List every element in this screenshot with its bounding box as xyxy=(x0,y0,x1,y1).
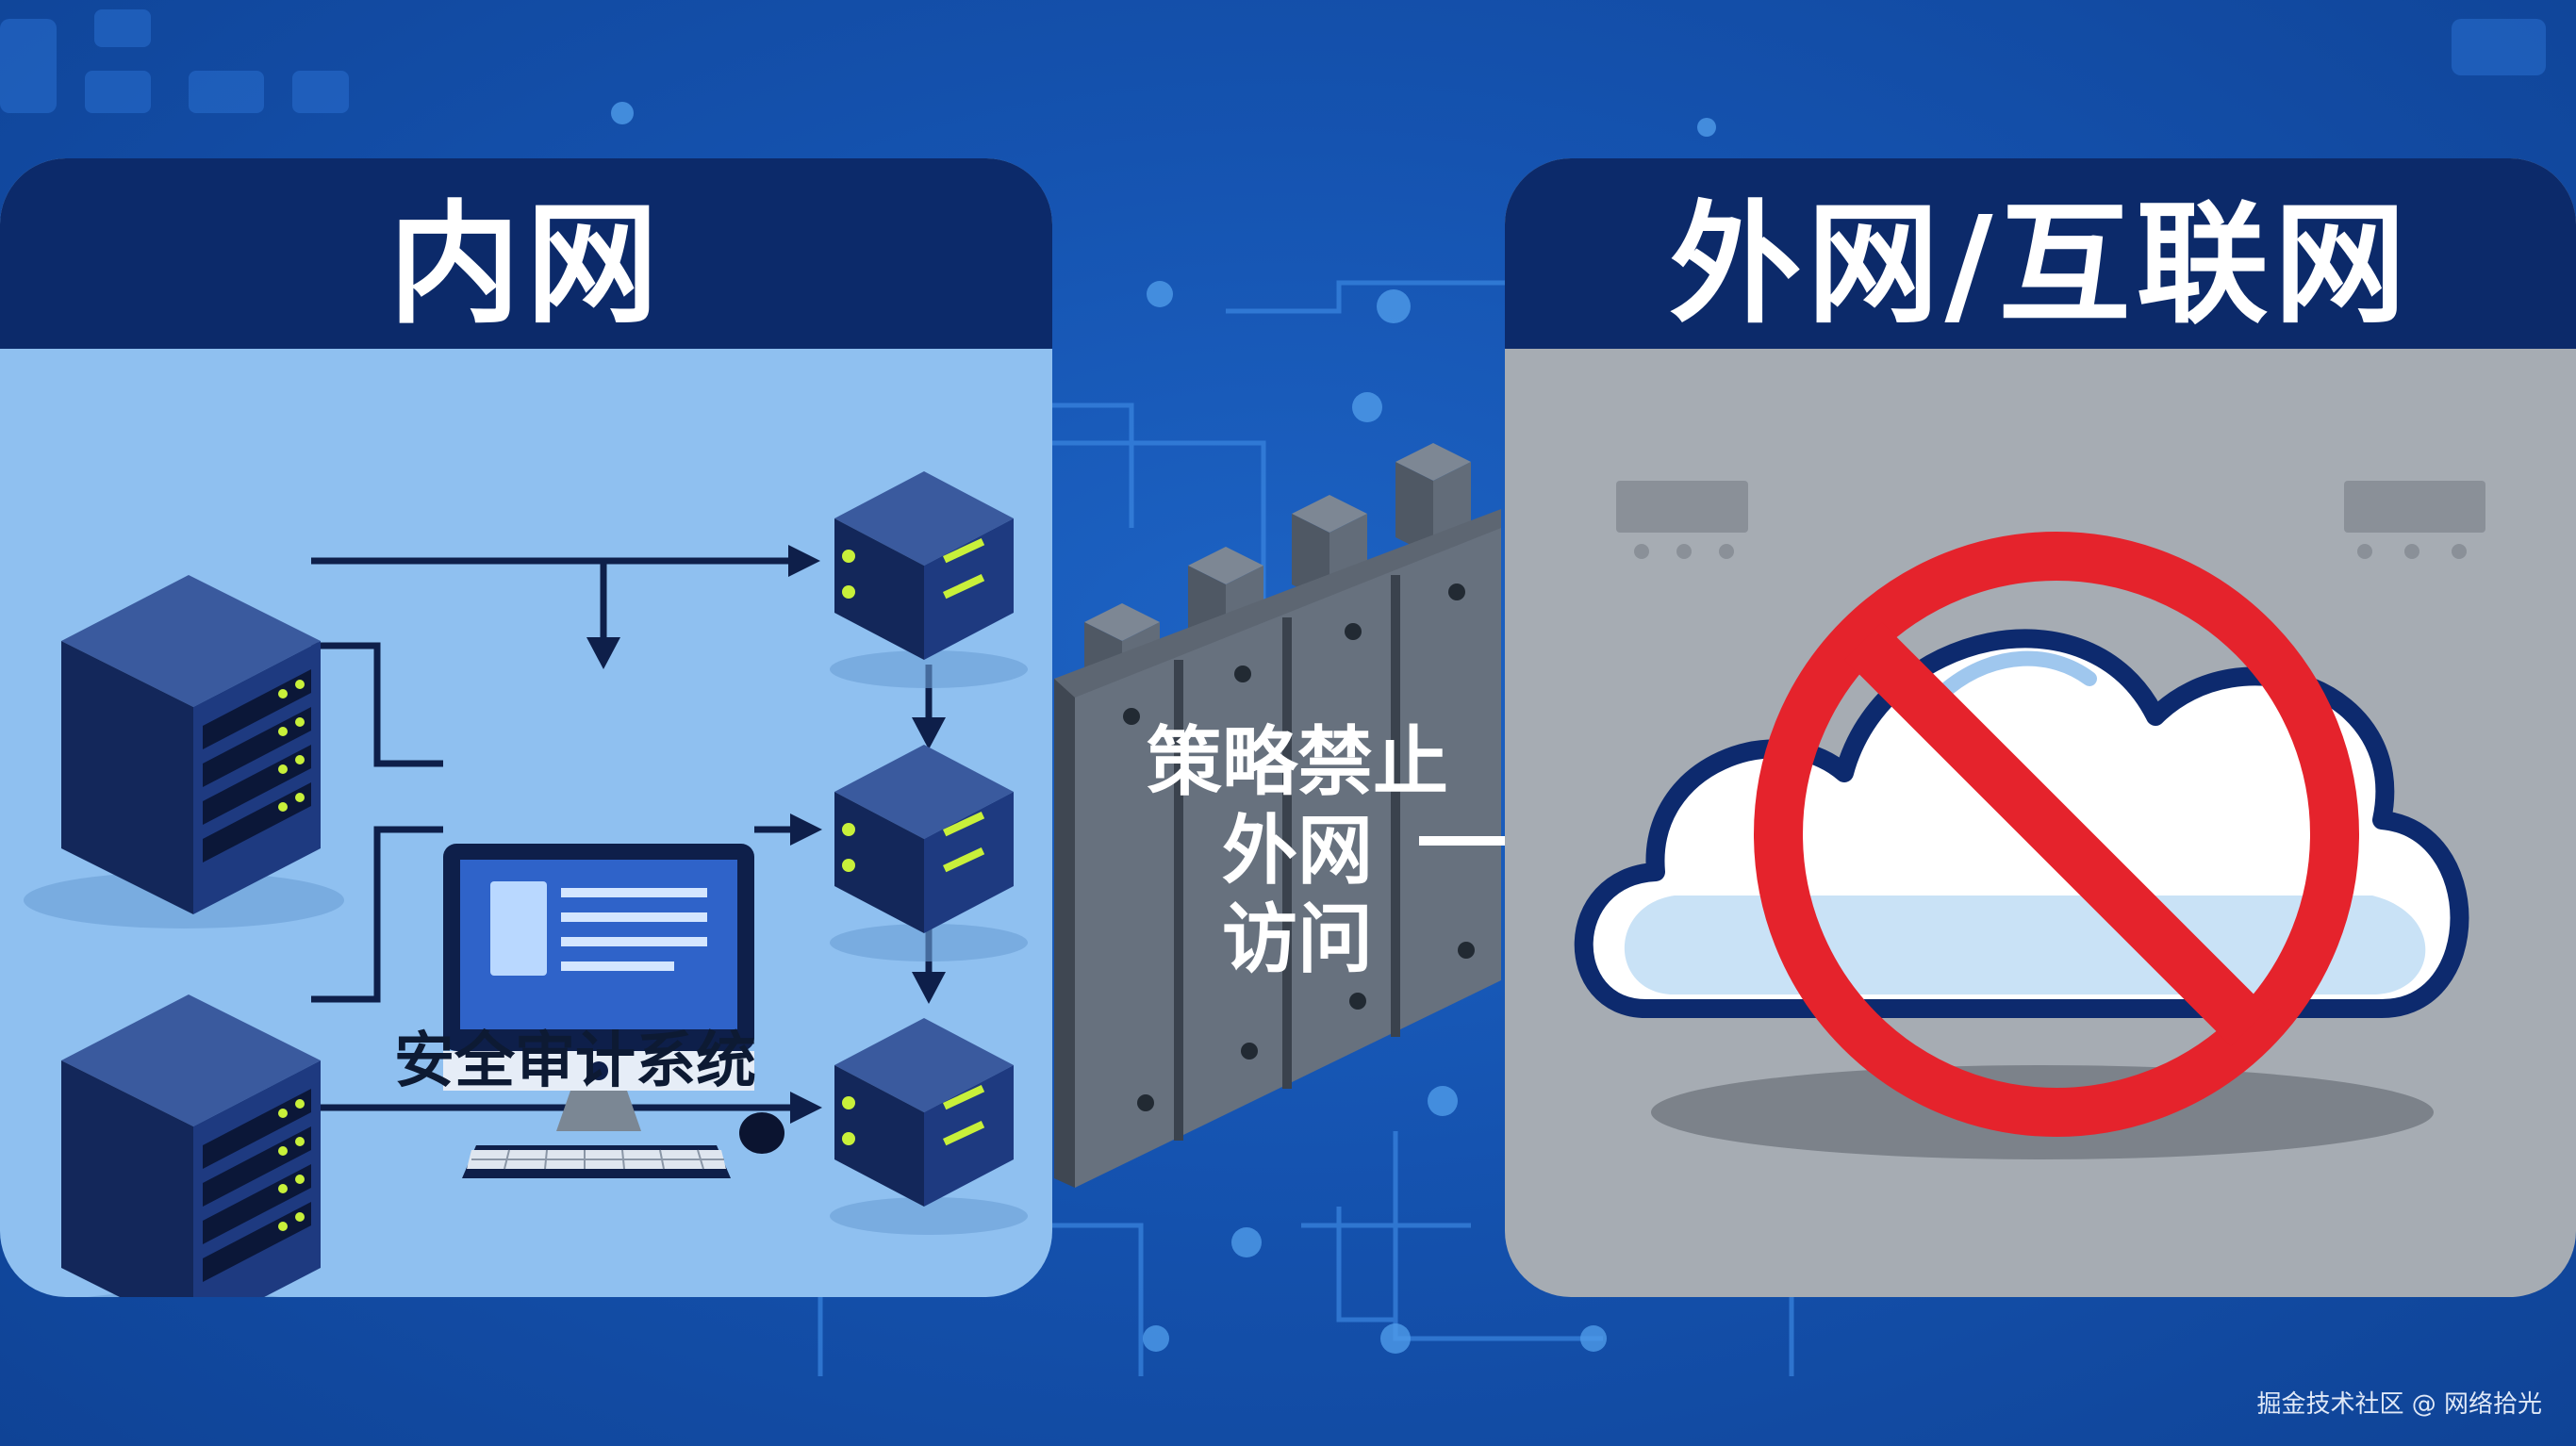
server-node-icon xyxy=(830,745,1028,961)
server-node-icon xyxy=(830,1018,1028,1235)
keyboard-icon xyxy=(462,1145,731,1178)
watermark: 掘金技术社区 @ 网络拾光 xyxy=(2256,1390,2542,1419)
audit-system-label: 安全审计系统 xyxy=(394,1027,756,1096)
policy-line-3: 访问 xyxy=(1222,896,1373,983)
computer-monitor-icon xyxy=(443,844,754,1131)
internet-panel-header: 外网/互联网 xyxy=(1505,158,2576,349)
intranet-panel: 内网 xyxy=(0,158,1052,1297)
policy-line-1: 策略禁止 xyxy=(1147,718,1448,806)
network-connections xyxy=(311,557,933,1111)
server-rack-icon xyxy=(24,575,344,928)
firewall-policy-text: 策略禁止 外网 访问 xyxy=(1128,718,1467,984)
internet-diagram xyxy=(1505,349,2576,1297)
intranet-diagram xyxy=(0,349,1052,1297)
prohibited-icon xyxy=(1754,532,2359,1137)
device-block-icon xyxy=(2344,481,2485,559)
mouse-icon xyxy=(739,1112,784,1154)
policy-line-2: 外网 xyxy=(1222,807,1373,895)
intranet-panel-header: 内网 xyxy=(0,158,1052,349)
device-block-icon xyxy=(1616,481,1748,559)
intranet-title: 内网 xyxy=(388,189,664,342)
internet-title: 外网/互联网 xyxy=(1669,189,2412,342)
server-rack-icon xyxy=(61,994,321,1297)
arrow-heads xyxy=(586,545,946,1124)
server-node-icon xyxy=(830,471,1028,688)
internet-panel: 外网/互联网 xyxy=(1505,158,2576,1297)
